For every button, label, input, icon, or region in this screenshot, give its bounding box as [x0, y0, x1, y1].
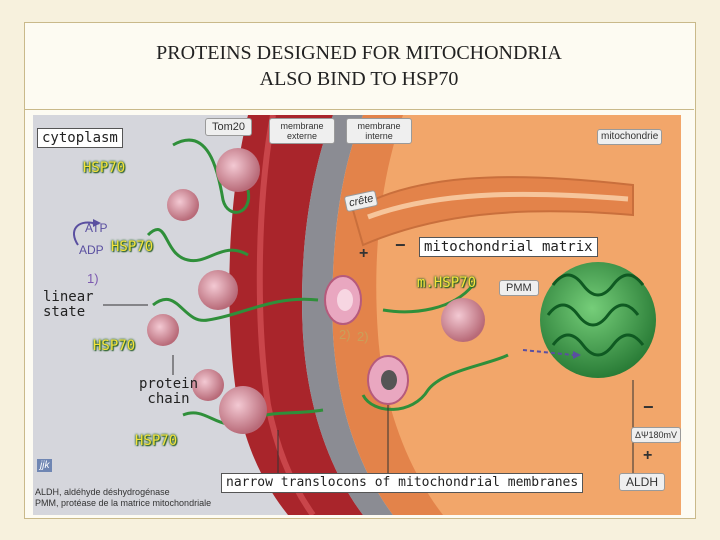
hsp70-blob-3 [219, 386, 267, 434]
aldh-enzyme [540, 262, 656, 378]
inner-membrane-tag-line-2: interne [365, 131, 393, 141]
minus-sign-1: − [395, 235, 406, 255]
mitochondrie-tag: mitochondrie [597, 129, 663, 145]
hsp70-label-4: HSP70 [135, 433, 178, 449]
protein-chain-line-1: protein [139, 376, 199, 392]
step-2b-label: 2) [357, 329, 369, 344]
linear-state-line-1: linear [43, 289, 94, 305]
step-2a-label: 2) [339, 327, 351, 342]
title-line-2: ALSO BIND TO HSP70 [259, 68, 459, 90]
outer-membrane-tag: membrane externe [269, 118, 335, 144]
translocons-label: narrow translocons of mitochondrial memb… [221, 473, 584, 493]
step-1-label: 1) [87, 271, 99, 286]
plus-sign-2: + [643, 447, 653, 464]
hsp70-blob-2 [198, 270, 238, 310]
outer-membrane-tag-line-2: externe [286, 131, 318, 141]
linear-state-label: linear state [43, 290, 94, 320]
legend-line-1: ALDH, aldéhyde déshydrogénase [35, 487, 170, 497]
diagram-artwork [33, 115, 681, 515]
mhsp70-label: m.HSP70 [417, 275, 477, 291]
adp-label: ADP [79, 243, 104, 257]
atp-adp-arrow [73, 221, 94, 246]
hsp70-label-2: HSP70 [111, 239, 154, 255]
linear-state-line-2: state [43, 304, 86, 320]
protein-chain-label: protein chain [139, 377, 198, 407]
hsp70-label-3: HSP70 [93, 338, 136, 354]
jjk-logo: jjk [37, 459, 53, 472]
inner-membrane-tag-line-1: membrane [357, 121, 401, 131]
tom20-tag: Tom20 [205, 118, 253, 136]
inner-membrane-tag: membrane interne [346, 118, 412, 144]
hsp70-label-1: HSP70 [83, 160, 126, 176]
outer-membrane-tag-line-1: membrane [280, 121, 324, 131]
plus-sign-1: + [359, 245, 369, 262]
matrix-label: mitochondrial matrix [419, 237, 598, 257]
protein-chain-line-2: chain [147, 391, 190, 407]
membrane-potential-tag: ΔΨ180mV [631, 427, 682, 443]
legend-line-2: PMM, protéase de la matrice mitochondria… [35, 498, 212, 508]
intermembrane-space [302, 115, 393, 515]
mitochondria-import-diagram: Tom20 membrane externe membrane interne … [33, 115, 682, 515]
slide-title: PROTEINS DESIGNED FOR MITOCHONDRIA ALSO … [24, 22, 694, 110]
atp-label: ATP [85, 221, 108, 235]
legend: ALDH, aldéhyde déshydrogénase PMM, proté… [35, 487, 211, 509]
mhsp70-blob [441, 298, 485, 342]
minus-sign-2: − [643, 397, 654, 417]
aldh-tag: ALDH [619, 473, 666, 491]
hsp70-blob-1 [216, 148, 260, 192]
pmm-tag: PMM [499, 280, 539, 296]
title-line-1: PROTEINS DESIGNED FOR MITOCHONDRIA [156, 42, 562, 64]
cytoplasm-label: cytoplasm [37, 128, 123, 148]
